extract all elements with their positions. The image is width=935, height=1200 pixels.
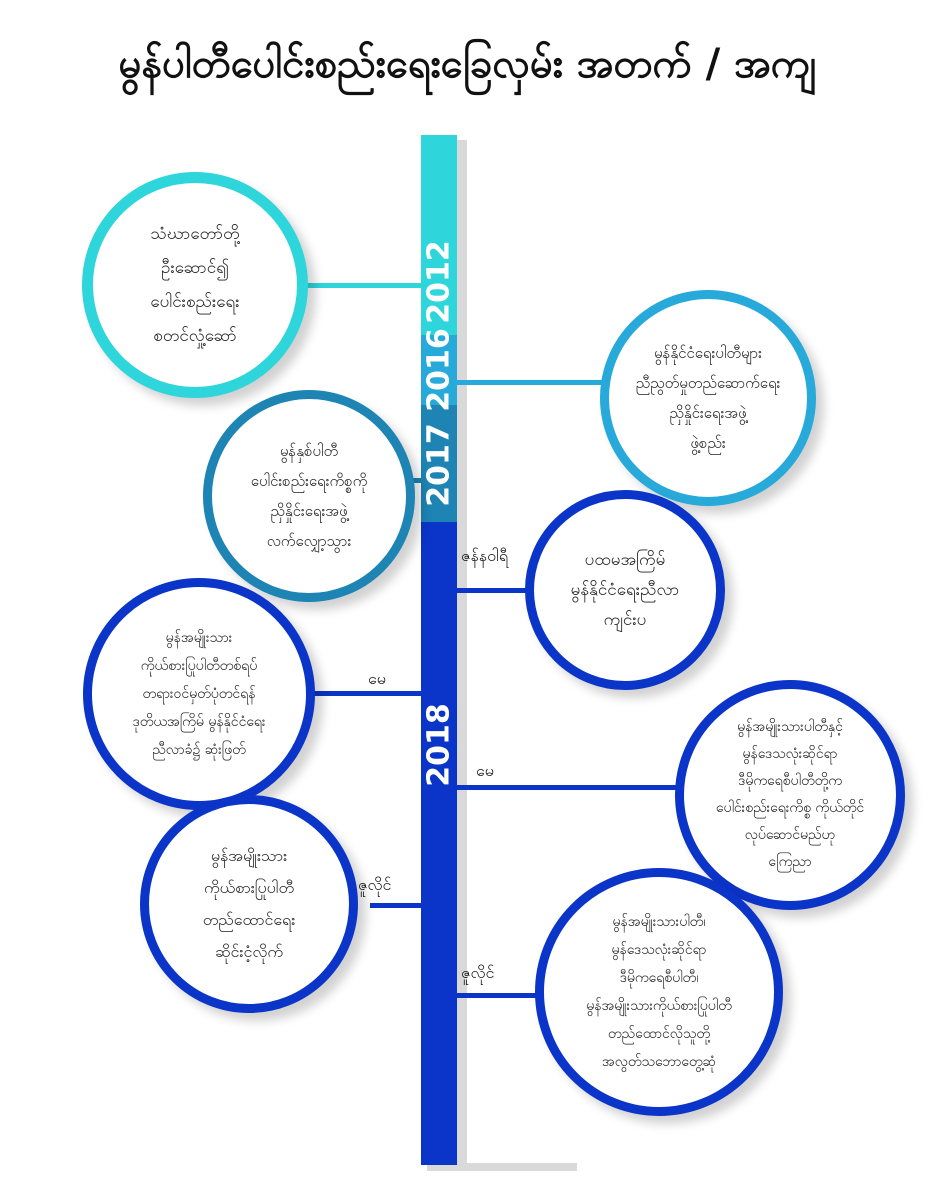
year-label-2018: 2018 [421,703,457,787]
timeline-segment-2018 [421,522,457,1165]
event-circle-2018-jul-2: မွန်အမျိုးသားပါတီ၊ မွန်ဒေသလုံးဆိုင်ရာ ဒီ… [535,868,783,1116]
month-label: ဇူလိုင် [358,875,392,894]
month-label: ဇူလိုင် [461,963,495,982]
connector-line [457,993,537,998]
event-text: မွန်အမျိုးသား ကိုယ်စားပြုပါတီတစ်ရပ် တရား… [132,630,266,758]
event-text: သံဃာတော်တို့ ဦးဆောင်၍ ပေါင်းစည်းရေး စတင်… [150,224,240,346]
event-circle-2018-jan: ပထမအကြိမ် မွန်နိုင်ငံရေးညီလာ ကျင်းပ [525,490,725,690]
connector-line [457,785,682,790]
event-text: မွန်အမျိုးသားပါတီ၊ မွန်ဒေသလုံးဆိုင်ရာ ဒီ… [586,914,732,1070]
event-text: မွန်အမျိုးသားပါတီနှင့် မွန်ဒေသလုံးဆိုင်ရ… [715,719,865,870]
event-circle-2017: မွန်နှစ်ပါတီ ပေါင်းစည်းရေးကိစ္စကို ညှိနှ… [203,390,415,602]
event-text: မွန်နှစ်ပါတီ ပေါင်းစည်းရေးကိစ္စကို ညှိနှ… [250,442,368,550]
connector-line [408,478,421,483]
event-circle-2016: မွန်နိုင်ငံရေးပါတီများ ညီညွတ်မှုတည်ဆောက်… [600,290,816,506]
month-label: မေ [476,761,494,780]
event-text: မွန်နိုင်ငံရေးပါတီများ ညီညွတ်မှုတည်ဆောက်… [635,344,781,452]
connector-line [457,380,607,385]
event-text: မွန်အမျိုးသား ကိုယ်စားပြုပါတီ တည်ထောင်ရေ… [202,846,296,961]
month-label: မေ [368,669,386,688]
connector-line [457,588,527,593]
event-circle-2018-may-2: မွန်အမျိုးသားပါတီနှင့် မွန်ဒေသလုံးဆိုင်ရ… [675,680,905,910]
year-label-2016: 2016 [421,328,457,412]
connector-line [370,903,421,908]
event-circle-2012: သံဃာတော်တို့ ဦးဆောင်၍ ပေါင်းစည်းရေး စတင်… [82,172,308,398]
event-text: ပထမအကြိမ် မွန်နိုင်ငံရေးညီလာ ကျင်းပ [570,550,680,630]
event-circle-2018-jul-1: မွန်အမျိုးသား ကိုယ်စားပြုပါတီ တည်ထောင်ရေ… [140,795,358,1013]
month-label: ဇန်နဝါရီ [461,546,509,565]
connector-line [310,691,421,696]
page-title: မွန်ပါတီပေါင်းစည်းရေးခြေလှမ်း အတက် / အကျ [118,41,817,87]
event-circle-2018-may-1: မွန်အမျိုးသား ကိုယ်စားပြုပါတီတစ်ရပ် တရား… [83,578,315,810]
timeline-segment-2016 [421,335,457,405]
year-label-2012: 2012 [421,240,457,324]
timeline-segment-2012 [421,135,457,335]
timeline-shadow [457,140,467,1170]
timeline-segment-2017 [421,405,457,522]
year-label-2017: 2017 [421,423,457,507]
timeline-base-shadow [427,1163,577,1171]
connector-line [300,283,421,288]
